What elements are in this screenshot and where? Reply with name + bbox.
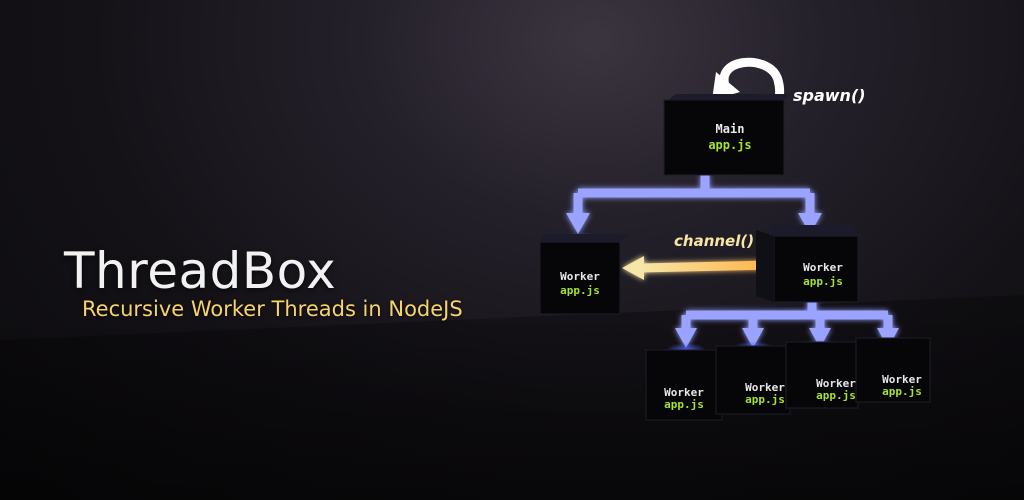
worker-right-label: Worker [803,261,843,274]
main-branch-arrows [566,175,822,234]
children-branch-arrows [675,300,899,348]
child-worker-4: Worker app.js [855,337,931,403]
worker-right-file: app.js [803,275,843,288]
child-worker-2: Worker app.js [715,341,791,415]
main-node-file: app.js [708,138,751,152]
worker-left-file: app.js [560,284,600,297]
child-worker-1-file: app.js [664,398,704,411]
main-node-label: Main [716,122,745,136]
main-node: Main app.js [663,94,790,176]
child-worker-1: Worker app.js [645,343,723,421]
worker-left-node: Worker app.js [539,232,630,315]
child-worker-2-label: Worker [745,381,785,394]
child-worker-3: Worker app.js [785,339,859,409]
child-worker-3-label: Worker [816,377,856,390]
worker-left-label: Worker [560,270,600,283]
page-title: ThreadBox [64,242,337,300]
channel-label: channel() [674,232,754,250]
child-worker-4-file: app.js [882,385,922,398]
channel-arrow [622,256,773,280]
child-worker-3-file: app.js [816,389,856,402]
worker-right-node: Worker app.js [756,225,859,303]
spawn-label: spawn() [793,86,866,105]
child-worker-4-label: Worker [882,373,922,386]
page-subtitle: Recursive Worker Threads in NodeJS [82,297,463,321]
child-worker-2-file: app.js [745,393,785,406]
child-worker-1-label: Worker [664,386,704,399]
